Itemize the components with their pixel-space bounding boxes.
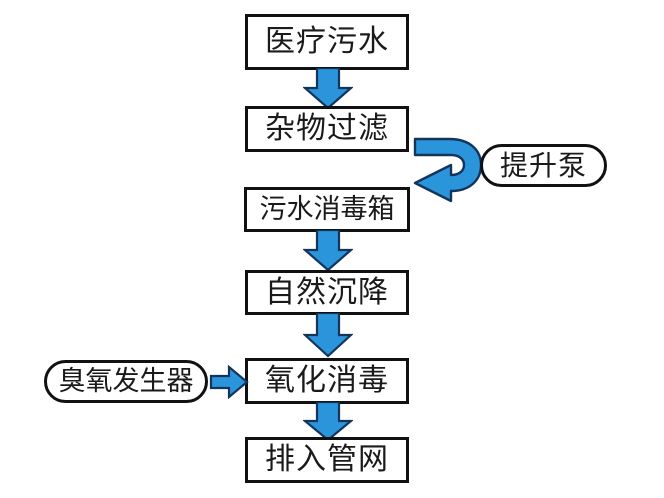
arrow-step3-to-step4 — [303, 230, 353, 272]
arrow-pump-to-step3 — [409, 133, 487, 205]
node-step5-label: 氧化消毒 — [265, 363, 389, 398]
node-step6-label: 排入管网 — [265, 442, 389, 477]
arrow-step5-to-step6 — [303, 402, 353, 442]
equipment-pump[interactable]: 提升泵 — [480, 144, 607, 187]
node-step1[interactable]: 医疗污水 — [245, 14, 409, 70]
node-step1-label: 医疗污水 — [265, 24, 389, 59]
equipment-ozone-generator[interactable]: 臭氧发生器 — [44, 360, 208, 403]
node-step2-label: 杂物过滤 — [265, 111, 389, 146]
node-step6[interactable]: 排入管网 — [245, 437, 409, 483]
node-step4[interactable]: 自然沉降 — [245, 270, 409, 315]
node-step4-label: 自然沉降 — [265, 274, 389, 310]
equipment-ozone-generator-label: 臭氧发生器 — [58, 366, 194, 397]
arrow-ozone-to-step5 — [209, 365, 249, 399]
arrow-step4-to-step5 — [303, 313, 353, 358]
node-step3-label: 污水消毒箱 — [259, 194, 395, 225]
node-step2[interactable]: 杂物过滤 — [245, 106, 409, 152]
node-step5[interactable]: 氧化消毒 — [245, 358, 409, 404]
equipment-pump-label: 提升泵 — [499, 148, 587, 182]
node-step3[interactable]: 污水消毒箱 — [244, 187, 410, 232]
arrow-step1-to-step2 — [303, 68, 353, 110]
